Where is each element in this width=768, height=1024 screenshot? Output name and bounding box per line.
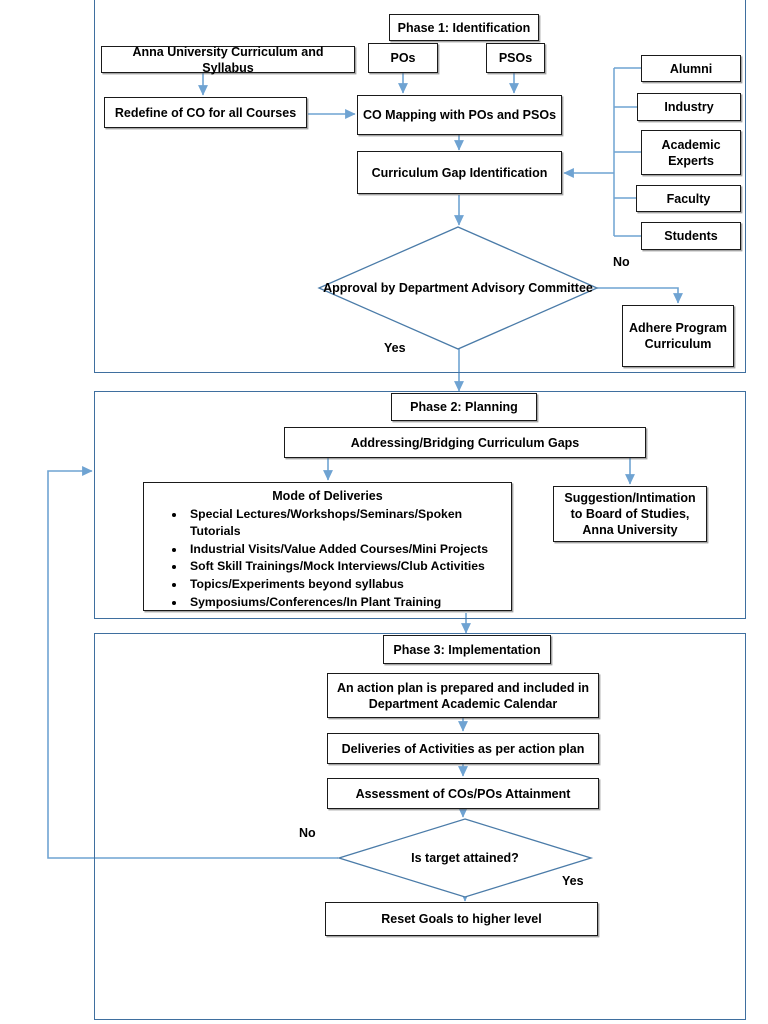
box-mode-of-deliveries[interactable]: Mode of Deliveries Special Lectures/Work… (143, 482, 512, 611)
box-adhere-program-curriculum[interactable]: Adhere Program Curriculum (622, 305, 734, 367)
box-stakeholder-alumni[interactable]: Alumni (641, 55, 741, 82)
phase1-label: Phase 1: Identification (389, 14, 539, 41)
box-assessment-cos-pos[interactable]: Assessment of COs/POs Attainment (327, 778, 599, 809)
box-redefine-co[interactable]: Redefine of CO for all Courses (104, 97, 307, 128)
box-anna-curriculum[interactable]: Anna University Curriculum and Syllabus (101, 45, 355, 75)
box-pos[interactable]: POs (368, 43, 438, 73)
decision-approval-by-dac[interactable]: Approval by Department Advisory Committe… (317, 226, 599, 350)
label-target-yes: Yes (562, 874, 584, 888)
decision-is-target-attained[interactable]: Is target attained? (336, 818, 594, 898)
box-stakeholder-academic-experts[interactable]: Academic Experts (641, 130, 741, 175)
phase2-panel (94, 391, 746, 619)
phase2-label: Phase 2: Planning (391, 393, 537, 421)
box-co-mapping[interactable]: CO Mapping with POs and PSOs (357, 95, 562, 135)
box-deliveries-of-activities[interactable]: Deliveries of Activities as per action p… (327, 733, 599, 764)
label-approval-no: No (613, 255, 630, 269)
mode-of-deliveries-title: Mode of Deliveries (272, 489, 383, 503)
label-approval-yes: Yes (384, 341, 406, 355)
mode-of-deliveries-list: Special Lectures/Workshops/Seminars/Spok… (150, 506, 505, 611)
list-item: Industrial Visits/Value Added Courses/Mi… (186, 541, 505, 558)
list-item: Special Lectures/Workshops/Seminars/Spok… (186, 506, 505, 540)
phase3-label: Phase 3: Implementation (383, 635, 551, 664)
phase1-panel (94, 0, 746, 373)
box-suggestion-to-board-of-studies[interactable]: Suggestion/Intimation to Board of Studie… (553, 486, 707, 542)
box-stakeholder-faculty[interactable]: Faculty (636, 185, 741, 212)
box-addressing-bridging-gaps[interactable]: Addressing/Bridging Curriculum Gaps (284, 427, 646, 458)
box-stakeholder-industry[interactable]: Industry (637, 93, 741, 121)
box-psos[interactable]: PSOs (486, 43, 545, 73)
list-item: Topics/Experiments beyond syllabus (186, 576, 505, 593)
list-item: Soft Skill Trainings/Mock Interviews/Clu… (186, 558, 505, 575)
list-item: Symposiums/Conferences/In Plant Training (186, 594, 505, 611)
box-stakeholder-students[interactable]: Students (641, 222, 741, 250)
box-action-plan[interactable]: An action plan is prepared and included … (327, 673, 599, 718)
label-target-no: No (299, 826, 316, 840)
box-curriculum-gap-identification[interactable]: Curriculum Gap Identification (357, 151, 562, 194)
phase3-panel (94, 633, 746, 1020)
box-reset-goals[interactable]: Reset Goals to higher level (325, 902, 598, 936)
